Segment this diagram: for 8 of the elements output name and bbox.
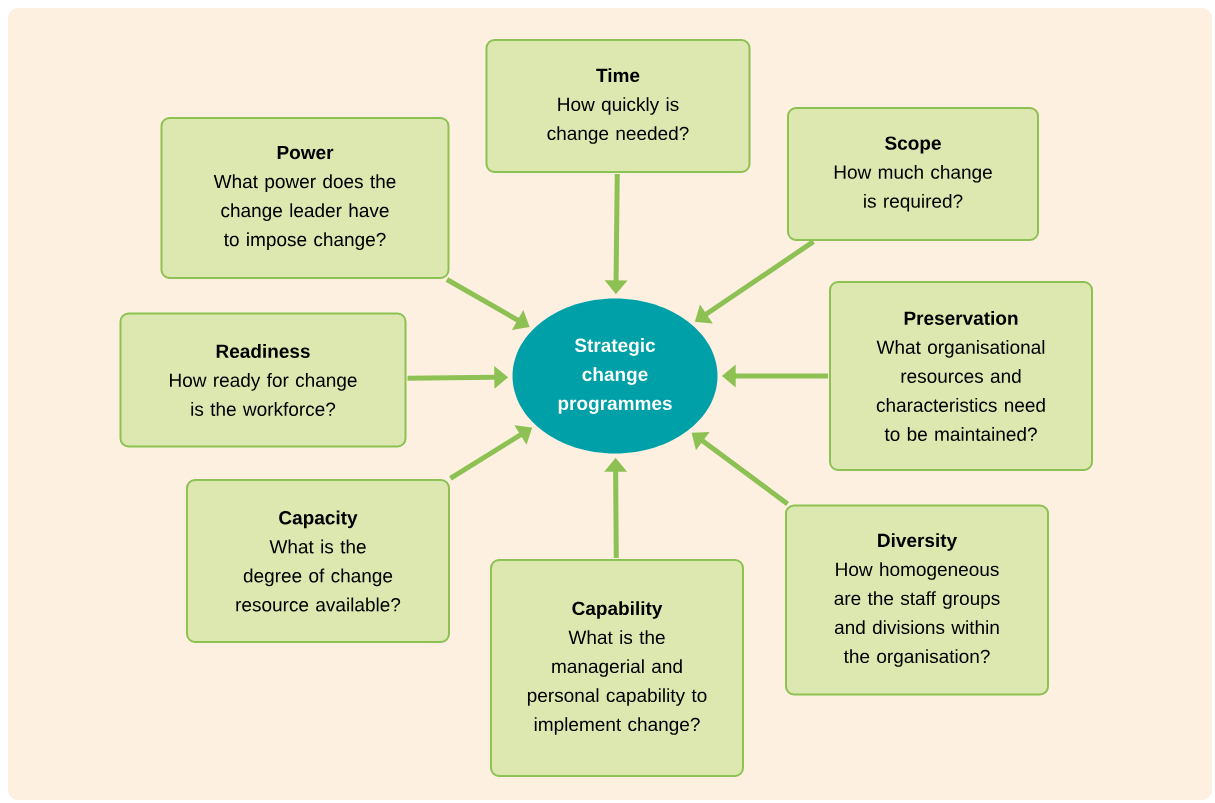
question-box: Capability What is the managerial and personal capability to implement change? xyxy=(490,559,744,777)
question-box: Preservation What organisational resources and characteristics need to be maintained? xyxy=(829,281,1093,471)
question-box: Power What power does the change leader have to impose change? xyxy=(160,117,450,279)
question-box: Diversity How homogeneous are the staff groups and divisions within the organisation? xyxy=(785,504,1049,696)
question-box: Readiness How ready for change is the workforce? xyxy=(119,312,407,448)
question-box: Time How quickly is change needed? xyxy=(485,39,751,173)
question-box: Scope How much change is required? xyxy=(787,107,1039,241)
question-box: Capacity What is the degree of change resource available? xyxy=(186,479,450,643)
